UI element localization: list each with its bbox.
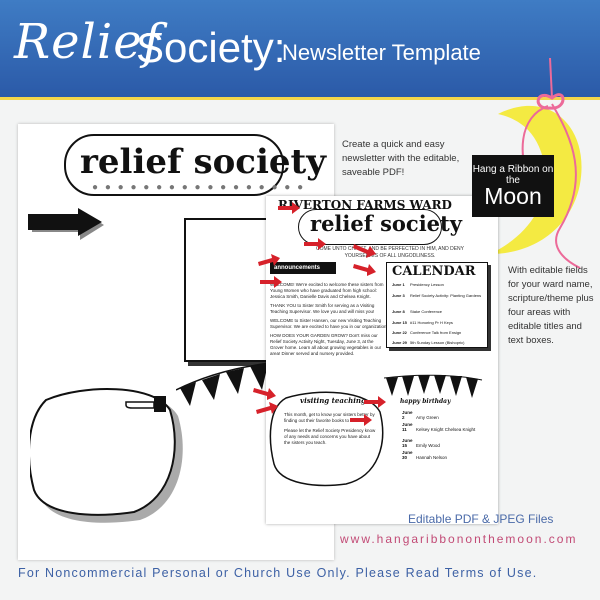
ward-name: RIVERTON FARMS WARD (278, 198, 452, 212)
red-arrow-icon (353, 244, 376, 258)
teaching-title: visiting teaching (300, 396, 366, 405)
ward-motto: COME UNTO CHRIST, AND BE PERFECTED IN HI… (316, 246, 464, 259)
ribbon-bow-icon (536, 93, 565, 110)
announcements-label: announcements (270, 262, 336, 274)
title-banner (64, 134, 284, 196)
small-banner-text: relief society (310, 211, 462, 236)
news-column: WELCOME! We're excited to welcome these … (270, 282, 388, 360)
crescent-moon-icon (490, 105, 582, 255)
news-item: HOW DOES YOUR GARDEN GROW? Don't miss ou… (270, 333, 382, 356)
teaching-paragraph: This month, get to know your sisters bet… (284, 412, 375, 423)
brand-tag-line2: Moon (484, 183, 542, 209)
news-item: THANK YOU to Sister Smith for serving as… (270, 303, 375, 314)
red-arrow-icon (260, 276, 282, 288)
brand-tag: Hang a Ribbon on the Moon (472, 155, 554, 217)
red-arrow-icon (258, 254, 280, 266)
header-band (0, 0, 600, 100)
description-right: With editable fields for your ward name,… (508, 265, 594, 346)
teaching-bubble-shape (269, 391, 384, 487)
terms-notice: For Noncommercial Personal or Church Use… (18, 566, 538, 580)
red-arrows-group (253, 202, 386, 426)
moon-ribbon-graphic (490, 58, 582, 269)
red-arrow-icon (253, 388, 276, 400)
dot-border: ● ● ● ● ● ● ● ● ● ● ● ● ● ● ● ● ● (92, 182, 306, 193)
news-item: WELCOME to Sister Hansen, our new Visiti… (270, 318, 388, 329)
arrow-banner-icon (28, 208, 104, 240)
pointing-hand-icon (125, 396, 166, 412)
banner-text: relief society (80, 142, 327, 182)
birthday-title: happy birthday (400, 398, 451, 405)
calendar-box (386, 262, 488, 348)
red-arrow-icon (353, 264, 376, 276)
red-arrow-icon (278, 202, 300, 214)
brand-tag-line1: Hang a Ribbon on the (472, 164, 554, 186)
website-url[interactable]: www.hangaribbononthemoon.com (340, 532, 578, 546)
red-arrow-icon (350, 414, 372, 426)
teaching-text: This month, get to know your sisters bet… (284, 412, 376, 450)
news-item: WELCOME! We're excited to welcome these … (270, 282, 384, 299)
text-bubble-shape (30, 388, 183, 523)
red-arrow-icon (256, 402, 278, 414)
title-script: Relief (14, 14, 162, 70)
teaching-paragraph: Please let the Relief Society Presidency… (284, 428, 376, 445)
description-top: Create a quick and easy newsletter with … (342, 139, 460, 178)
title-subtitle: Newsletter Template (282, 40, 481, 65)
red-arrow-icon (364, 396, 386, 408)
ribbon-string-icon (549, 58, 553, 99)
calendar-title: CALENDAR (392, 264, 476, 279)
red-arrow-icon (304, 238, 326, 250)
calendar-row: June 15#11 Honoring Pr H Keys (392, 320, 453, 325)
file-formats-note: Editable PDF & JPEG Files (408, 512, 554, 526)
title-main: Society: (136, 24, 286, 71)
small-title-banner (298, 209, 442, 245)
birthday-pennant-icon (384, 374, 483, 398)
